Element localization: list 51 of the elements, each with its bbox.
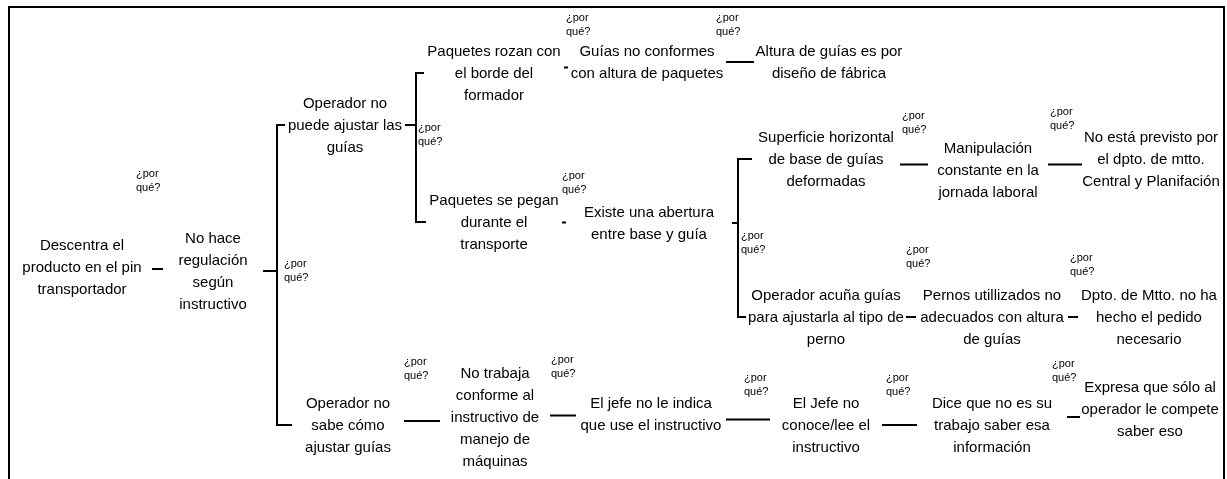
cause-text: Dpto. de Mtto. no ha hecho el pedido necesario (1078, 284, 1220, 350)
why-question: ¿por qué? (404, 354, 430, 382)
why-question: ¿por qué? (136, 166, 162, 194)
why-question: ¿por qué? (566, 10, 592, 38)
why-question: ¿por qué? (741, 228, 767, 256)
connector-line (563, 66, 569, 69)
connector-line (731, 222, 747, 318)
connector-line (725, 61, 755, 63)
cause-text: Paquetes rozan con el borde del formador (424, 40, 564, 106)
cause-text: Operador acuña guías para ajustarla al tipo de perno (746, 284, 906, 350)
connector-line (151, 268, 164, 270)
cause-text: Paquetes se pegan durante el transporte (426, 189, 562, 255)
cause-text: Dice que no es su trabajo saber esa información (917, 392, 1067, 458)
why-question: ¿por qué? (562, 168, 588, 196)
cause-text: Guías no conformes con altura de paquetes (568, 40, 726, 84)
cause-text: No está previsto por el dpto. de mtto. Central y Planifación (1082, 126, 1220, 192)
cause-text: No hace regulación según instructivo (163, 227, 263, 315)
cause-text: Existe una abertura entre base y guía (566, 201, 732, 245)
connector-line (881, 424, 918, 426)
why-question: ¿por qué? (418, 120, 444, 148)
connector-line (561, 221, 567, 224)
connector-line (262, 270, 293, 426)
connector-line (725, 418, 771, 421)
connector-line (403, 420, 441, 422)
why-question: ¿por qué? (284, 256, 310, 284)
connector-line (905, 316, 917, 318)
cause-text: El jefe no le indica que use el instructivo (576, 392, 726, 436)
cause-text: Descentra el producto en el pin transportador (12, 234, 152, 300)
connector-line (549, 414, 577, 417)
cause-text: Operador no sabe cómo ajustar guías (292, 392, 404, 458)
why-question: ¿por qué? (716, 10, 742, 38)
cause-text: No trabaja conforme al instructivo de manejo de máquinas (440, 362, 550, 472)
why-question: ¿por qué? (744, 370, 770, 398)
cause-text: Expresa que sólo al operador le compete saber eso (1080, 376, 1220, 442)
cause-text: El Jefe no conoce/lee el instructivo (770, 392, 882, 458)
cause-text: Pernos utillizados no adecuados con altura de guías (916, 284, 1068, 350)
why-question: ¿por qué? (551, 352, 577, 380)
why-question: ¿por qué? (1050, 104, 1076, 132)
connector-line (1066, 416, 1081, 418)
connector-line (1067, 316, 1079, 318)
connector-line (1047, 163, 1083, 166)
cause-text: Superficie horizontal de base de guías deformadas (752, 126, 900, 192)
connector-line (899, 163, 929, 166)
why-question: ¿por qué? (906, 242, 932, 270)
why-question: ¿por qué? (1070, 250, 1096, 278)
cause-text: Operador no puede ajustar las guías (285, 92, 405, 158)
cause-text: Manipulación constante en la jornada laboral (928, 137, 1048, 203)
cause-text: Altura de guías es por diseño de fábrica (754, 40, 904, 84)
why-question: ¿por qué? (902, 108, 928, 136)
why-question: ¿por qué? (886, 370, 912, 398)
why-question: ¿por qué? (1052, 356, 1078, 384)
